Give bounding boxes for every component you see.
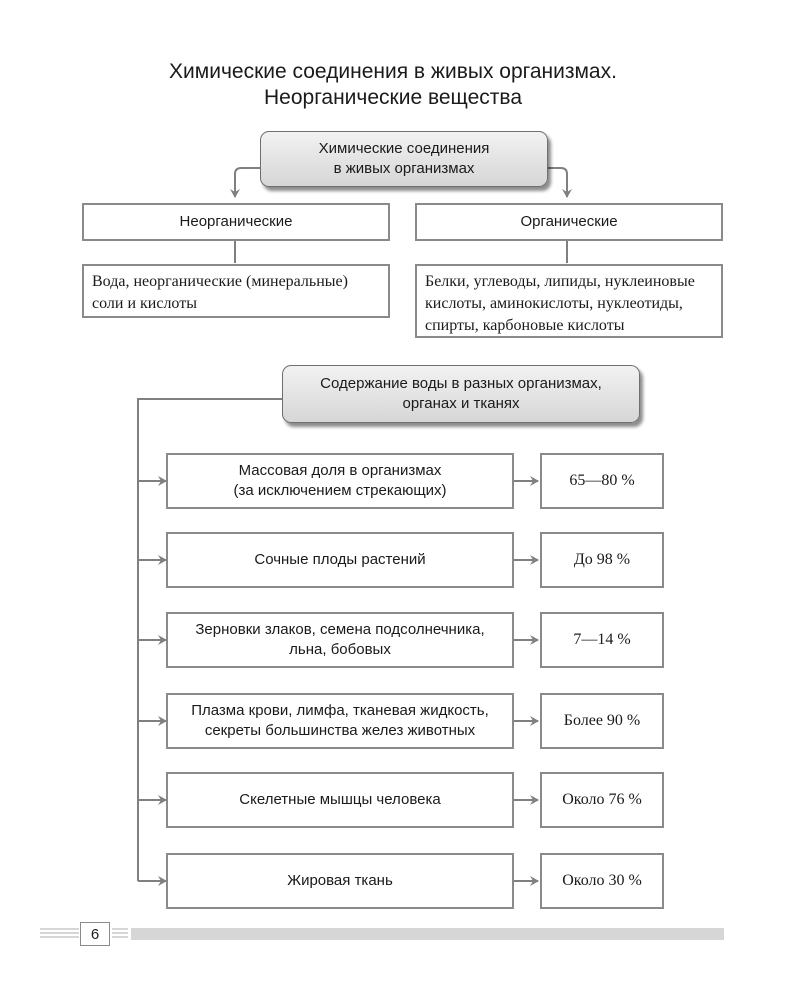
water-row-label-box: Жировая ткань <box>166 853 514 909</box>
page-title: Химические соединения в живых организмах… <box>0 59 786 111</box>
water-row-label-box: Сочные плоды растений <box>166 532 514 588</box>
water-root-line-1: Содержание воды в разных организмах, <box>320 375 602 392</box>
chem-root-line-1: Химические соединения <box>318 140 490 157</box>
chem-compounds-root-box: Химические соединения в живых организмах <box>260 131 548 187</box>
chem-root-line-2: в живых организмах <box>333 160 475 177</box>
organic-box: Органические <box>415 203 723 241</box>
water-row-label-box: Скелетные мышцы человека <box>166 772 514 828</box>
connector-to-inorganic <box>230 167 262 198</box>
organic-label: Органические <box>520 213 618 230</box>
inorganic-label: Неорганические <box>179 213 293 230</box>
water-row-value: 7—14 % <box>573 631 631 648</box>
water-row-label-line-1: Зерновки злаков, семена подсолнечника, <box>195 621 485 638</box>
page-number: 6 <box>80 922 110 946</box>
water-row-value-box: Более 90 % <box>540 693 664 749</box>
water-row-value-box: До 98 % <box>540 532 664 588</box>
footer-bar <box>131 928 724 940</box>
organic-detail-line-1: Белки, углеводы, липиды, нуклеиновые <box>425 273 695 290</box>
water-row-label-line-1: Плазма крови, лимфа, тканевая жидкость, <box>191 702 489 719</box>
water-row-value: Более 90 % <box>563 712 641 729</box>
organic-detail-line-2: кислоты, аминокислоты, нуклеотиды, <box>425 295 683 312</box>
page-title-line-1: Химические соединения в живых организмах… <box>169 60 617 83</box>
water-row-label-line-1: Сочные плоды растений <box>254 551 426 568</box>
inorganic-detail-line-1: Вода, неорганические (минеральные) <box>92 273 348 290</box>
inorganic-detail-line-2: соли и кислоты <box>92 295 197 312</box>
water-row-value: До 98 % <box>573 551 631 568</box>
inorganic-box: Неорганические <box>82 203 390 241</box>
water-row-label-line-1: Скелетные мышцы человека <box>239 791 441 808</box>
water-row-label-line-2: (за исключением стрекающих) <box>233 482 447 499</box>
inorganic-detail-box: Вода, неорганические (минеральные) соли … <box>82 264 390 318</box>
organic-detail-line-3: спирты, карбоновые кислоты <box>425 317 625 334</box>
water-row-label-box: Зерновки злаков, семена подсолнечника, л… <box>166 612 514 668</box>
water-row-value: Около 30 % <box>562 872 642 889</box>
page-title-line-2: Неорганические вещества <box>264 86 522 109</box>
water-row-label-box: Плазма крови, лимфа, тканевая жидкость, … <box>166 693 514 749</box>
water-row-label-box: Массовая доля в организмах (за исключени… <box>166 453 514 509</box>
water-row-label-line-1: Массовая доля в организмах <box>238 462 442 479</box>
water-row-value-box: 65—80 % <box>540 453 664 509</box>
water-row-label-line-1: Жировая ткань <box>287 872 393 889</box>
water-row-value-box: 7—14 % <box>540 612 664 668</box>
water-row-label-line-2: льна, бобовых <box>289 641 391 658</box>
water-root-line-2: органах и тканях <box>402 395 520 412</box>
water-row-value: Около 76 % <box>562 791 642 808</box>
organic-detail-box: Белки, углеводы, липиды, нуклеиновые кис… <box>415 264 723 338</box>
water-row-value: 65—80 % <box>569 472 635 489</box>
water-row-value-box: Около 76 % <box>540 772 664 828</box>
water-row-value-box: Около 30 % <box>540 853 664 909</box>
connector-to-organic <box>548 167 572 198</box>
water-row-label-line-2: секреты большинства желез животных <box>204 722 476 739</box>
water-content-root-box: Содержание воды в разных организмах, орг… <box>282 365 640 423</box>
